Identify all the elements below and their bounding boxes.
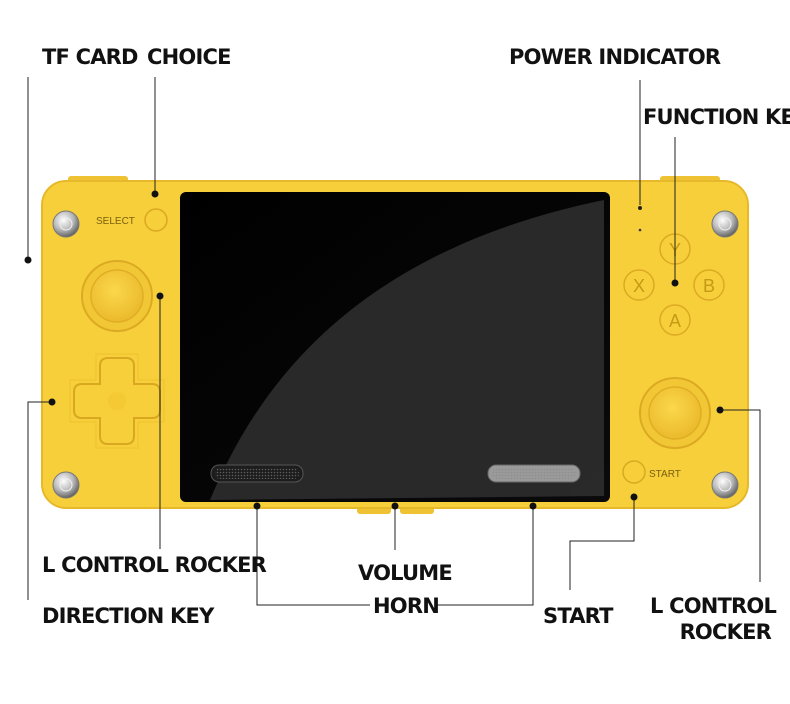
svg-text:A: A <box>669 311 681 331</box>
leader-dots <box>24 190 724 510</box>
svg-text:X: X <box>633 276 645 296</box>
leader-lines <box>27 77 761 606</box>
small-dot <box>638 228 642 232</box>
screw-bottom-left <box>52 471 80 499</box>
button-a: A <box>659 304 691 336</box>
screw-top-right <box>711 210 739 238</box>
select-text: SELECT <box>96 216 135 227</box>
power-indicator-led <box>638 206 642 210</box>
screen-reflection <box>210 200 604 500</box>
label-direction-key: DIRECTION KEY <box>42 604 214 628</box>
label-l-control-rocker-left: L CONTROL ROCKER <box>42 553 267 577</box>
right-analog-stick <box>639 377 711 449</box>
label-l-control-rocker-right-line2: ROCKER <box>679 620 772 644</box>
label-volume: VOLUME <box>358 561 453 585</box>
left-analog-stick <box>81 260 153 332</box>
label-horn: HORN <box>373 594 440 618</box>
svg-text:B: B <box>703 276 715 296</box>
label-function-key: FUNCTION KEY <box>643 105 790 129</box>
screw-bottom-right <box>711 471 739 499</box>
label-tf-card: TF CARD <box>42 45 138 69</box>
label-choice: CHOICE <box>147 45 231 69</box>
start-text: START <box>649 469 681 480</box>
direction-pad <box>69 353 165 449</box>
start-button <box>622 460 646 484</box>
button-x: X <box>623 269 655 301</box>
label-power-indicator: POWER INDICATOR <box>509 45 721 69</box>
button-b: B <box>693 269 725 301</box>
label-start: START <box>543 604 613 628</box>
label-l-control-rocker-right-line1: L CONTROL <box>650 594 777 618</box>
select-button <box>144 208 168 232</box>
screw-top-left <box>52 210 80 238</box>
